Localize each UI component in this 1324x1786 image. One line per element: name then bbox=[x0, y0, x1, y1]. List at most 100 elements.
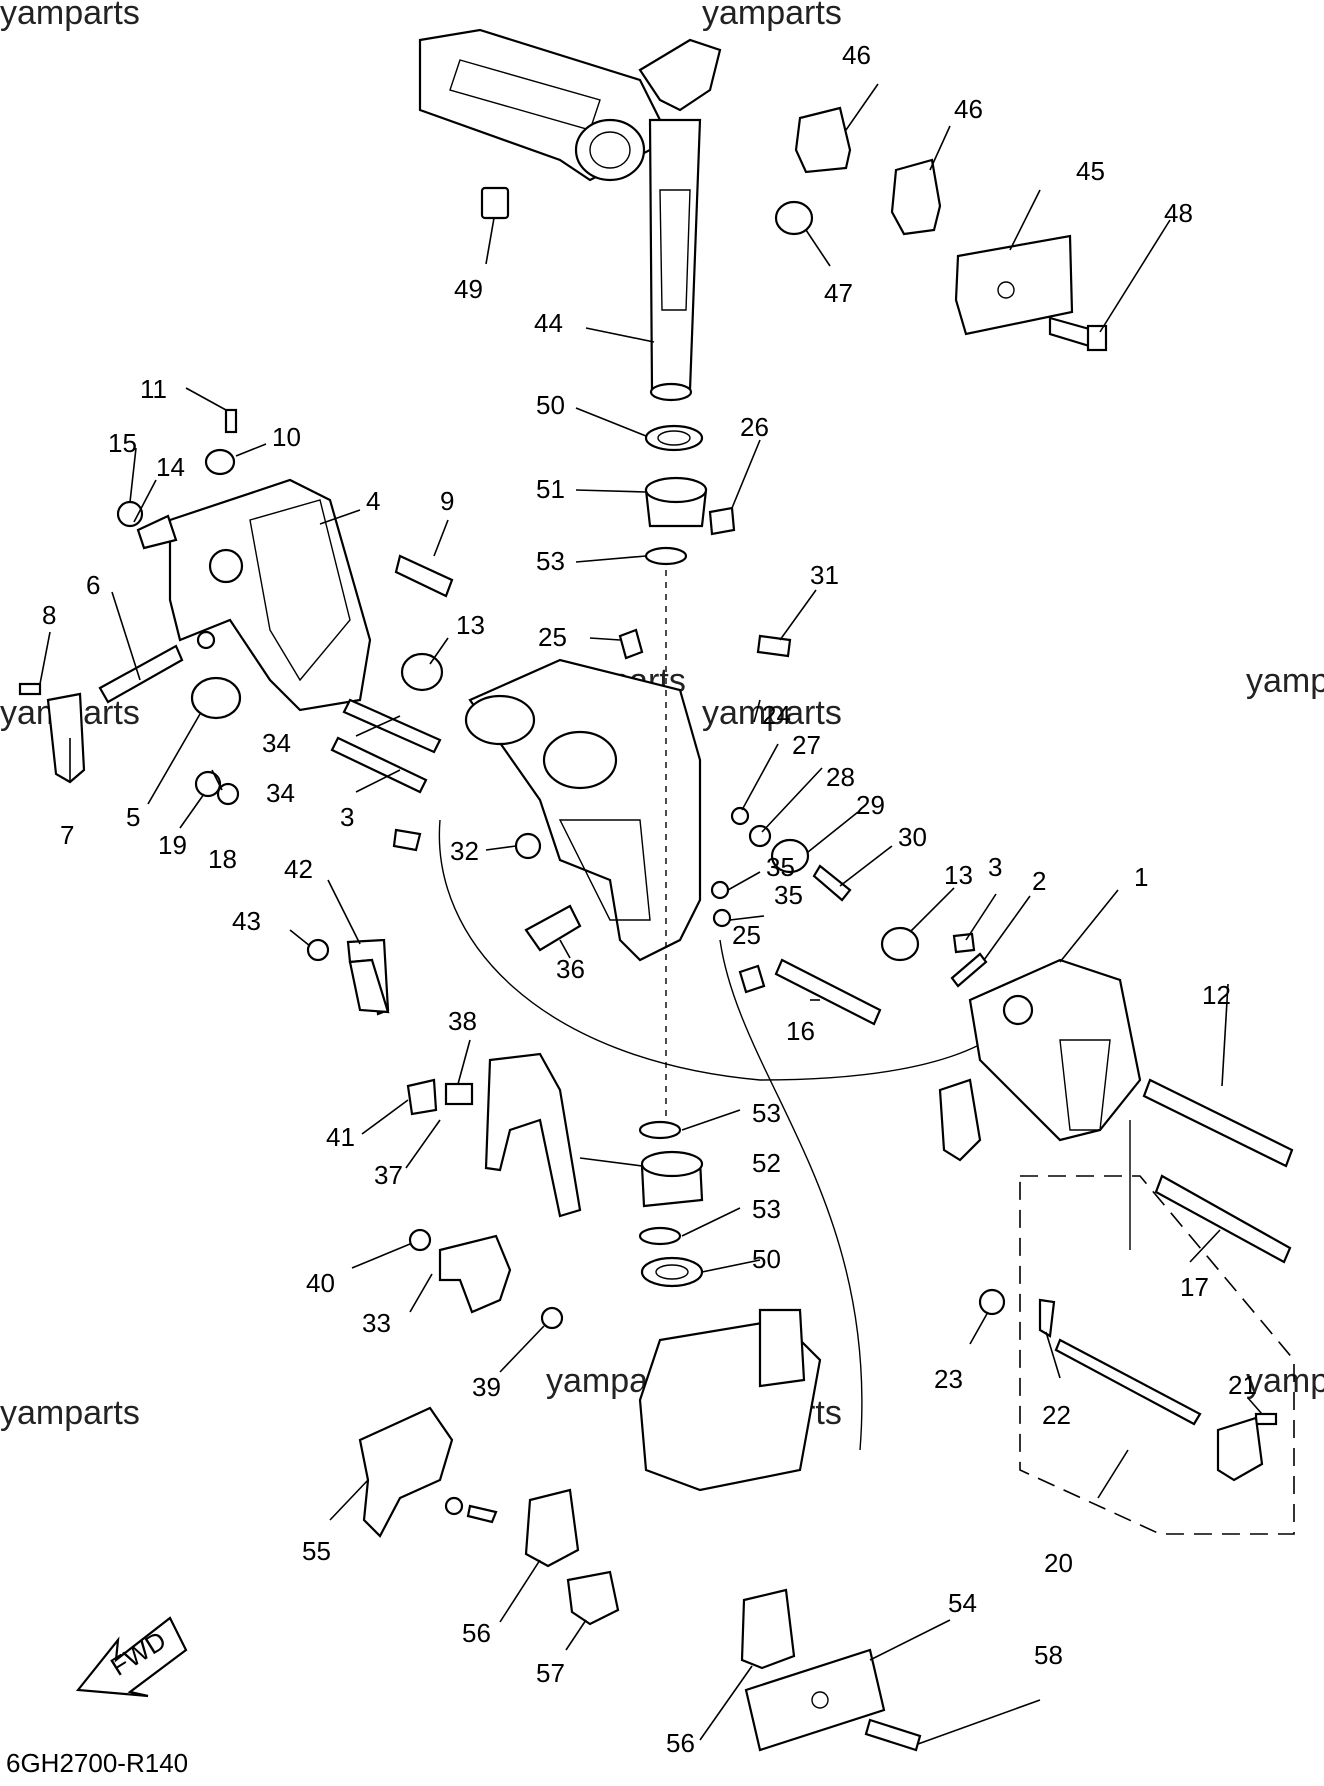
callout-14: 14 bbox=[156, 452, 185, 482]
callout-38: 38 bbox=[448, 1006, 477, 1036]
pad-5 bbox=[190, 676, 242, 720]
watermark: yamparts bbox=[1246, 1362, 1324, 1400]
bolt-43 bbox=[306, 938, 330, 962]
cap-56-left bbox=[524, 1488, 580, 1568]
bolt-17 bbox=[1154, 1174, 1292, 1264]
callout-51: 51 bbox=[536, 474, 565, 504]
bolt-12 bbox=[1142, 1078, 1294, 1168]
callout-57: 57 bbox=[536, 1658, 565, 1688]
callout-53: 53 bbox=[536, 546, 565, 576]
block-38 bbox=[444, 1082, 474, 1106]
lever-33 bbox=[438, 1234, 512, 1314]
callout-15: 15 bbox=[108, 428, 137, 458]
callout-46: 46 bbox=[842, 40, 871, 70]
callout-7: 7 bbox=[60, 820, 74, 850]
callout-33: 33 bbox=[362, 1308, 391, 1338]
callout-50: 50 bbox=[536, 390, 565, 420]
callout-56: 56 bbox=[462, 1618, 491, 1648]
washer-50-lower bbox=[640, 1256, 704, 1288]
tiller-handle bbox=[418, 28, 722, 182]
bushing-29 bbox=[770, 838, 810, 874]
callout-34: 34 bbox=[262, 728, 291, 758]
callout-3: 3 bbox=[340, 802, 354, 832]
plate-42 bbox=[348, 958, 390, 1014]
swivel-bracket bbox=[464, 658, 702, 962]
callout-55: 55 bbox=[302, 1536, 331, 1566]
plate-45 bbox=[954, 234, 1074, 336]
pin-9 bbox=[394, 554, 454, 598]
screw-6 bbox=[98, 644, 184, 704]
screw-30 bbox=[812, 864, 852, 902]
callout-9: 9 bbox=[440, 486, 454, 516]
bushing-13-left bbox=[400, 652, 444, 692]
cap-46-upper bbox=[794, 106, 852, 174]
cap-46-right bbox=[890, 158, 942, 236]
callout-45: 45 bbox=[1076, 156, 1105, 186]
callout-1: 1 bbox=[1134, 862, 1148, 892]
callout-27: 27 bbox=[792, 730, 821, 760]
bracket-37 bbox=[484, 1052, 582, 1218]
clip-57 bbox=[566, 1570, 620, 1626]
callout-42: 42 bbox=[284, 854, 313, 884]
callout-52: 52 bbox=[752, 1148, 781, 1178]
callout-13: 13 bbox=[944, 860, 973, 890]
callout-21: 21 bbox=[1228, 1370, 1257, 1400]
knob-47 bbox=[774, 200, 814, 236]
callout-46: 46 bbox=[954, 94, 983, 124]
kit-20-outline bbox=[1019, 1175, 1295, 1535]
fitting-25-upper bbox=[618, 628, 644, 660]
callout-44: 44 bbox=[534, 308, 563, 338]
callout-40: 40 bbox=[306, 1268, 335, 1298]
callout-28: 28 bbox=[826, 762, 855, 792]
bolt-3-left bbox=[392, 828, 422, 852]
callout-50: 50 bbox=[752, 1244, 781, 1274]
diagram-code: 6GH2700-R140 bbox=[6, 1748, 189, 1778]
nut-10 bbox=[204, 448, 236, 476]
steering-shaft bbox=[648, 118, 702, 402]
bolt-34-lower bbox=[330, 736, 428, 794]
callout-24: 24 bbox=[762, 700, 791, 730]
o-ring-53-mid bbox=[638, 1120, 682, 1140]
callout-47: 47 bbox=[824, 278, 853, 308]
plate-36 bbox=[524, 904, 582, 952]
watermark: yamparts bbox=[702, 0, 842, 32]
bolt-3-right bbox=[952, 932, 976, 954]
callout-34: 34 bbox=[266, 778, 295, 808]
callout-16: 16 bbox=[786, 1016, 815, 1046]
callout-30: 30 bbox=[898, 822, 927, 852]
bolt-58 bbox=[864, 1718, 922, 1752]
pin-11 bbox=[224, 408, 238, 434]
callout-25: 25 bbox=[538, 622, 567, 652]
cap-56-right bbox=[740, 1588, 796, 1670]
washer-35a bbox=[710, 880, 730, 900]
callout-4: 4 bbox=[366, 486, 380, 516]
callout-20: 20 bbox=[1044, 1548, 1073, 1578]
callout-6: 6 bbox=[86, 570, 100, 600]
pin-21 bbox=[1254, 1412, 1278, 1426]
callout-18: 18 bbox=[208, 844, 237, 874]
bolt-34-upper bbox=[342, 698, 442, 754]
clip-31 bbox=[756, 634, 792, 658]
callouts: 1 2 3 3 4 5 6 7 8 9 10 11 12 13 13 14 15… bbox=[42, 40, 1257, 1758]
callout-37: 37 bbox=[374, 1160, 403, 1190]
callout-11: 11 bbox=[140, 374, 167, 404]
bracket-21 bbox=[1216, 1416, 1264, 1482]
callout-36: 36 bbox=[556, 954, 585, 984]
plate-54 bbox=[744, 1648, 886, 1752]
bushing-13-right bbox=[880, 926, 920, 962]
callout-13: 13 bbox=[456, 610, 485, 640]
callout-53: 53 bbox=[752, 1098, 781, 1128]
callout-19: 19 bbox=[158, 830, 187, 860]
watermark: yamparts bbox=[1246, 662, 1324, 700]
lever-right bbox=[938, 1078, 982, 1162]
washer-50-upper bbox=[644, 424, 704, 452]
callout-29: 29 bbox=[856, 790, 885, 820]
washer-27 bbox=[730, 806, 750, 826]
nut-19 bbox=[194, 770, 222, 798]
grease-nipple-32 bbox=[514, 832, 542, 860]
callout-17: 17 bbox=[1180, 1272, 1209, 1302]
plate-49 bbox=[480, 186, 510, 220]
callout-8: 8 bbox=[42, 600, 56, 630]
pin-8 bbox=[18, 682, 42, 696]
piece-26 bbox=[708, 506, 736, 536]
